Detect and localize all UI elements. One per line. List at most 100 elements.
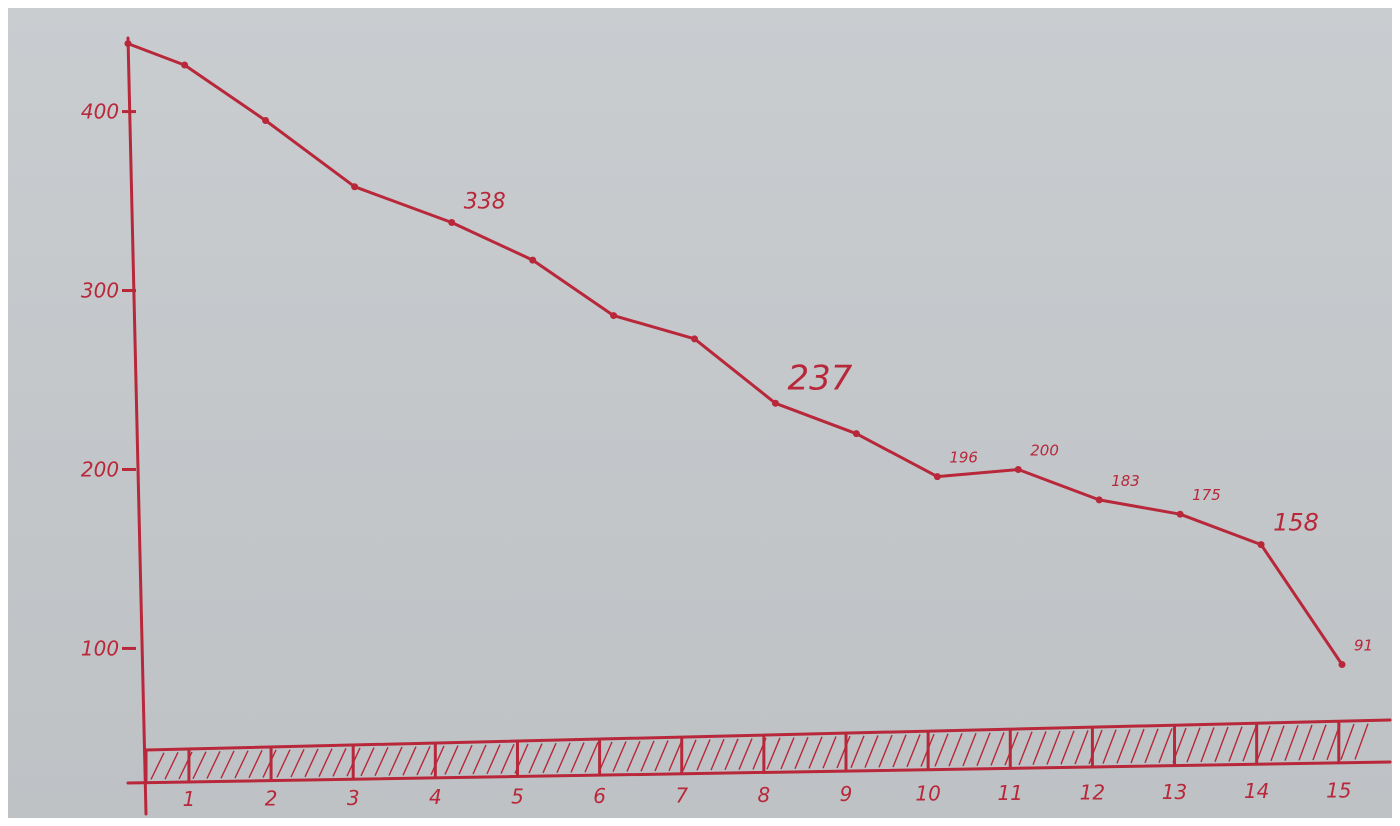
hatch-mark [206, 751, 221, 779]
hatch-mark [808, 736, 823, 769]
data-label: 237 [787, 358, 852, 398]
data-label: 158 [1273, 509, 1319, 537]
data-point [1095, 496, 1103, 504]
hatch-mark [878, 734, 893, 768]
hatch-mark [864, 735, 879, 768]
hatch-mark [332, 747, 347, 777]
hatch-mark [416, 745, 431, 776]
x-tick-label: 7 [675, 783, 688, 807]
hatch-mark [1102, 729, 1117, 764]
data-point [852, 430, 860, 438]
hatch-mark [584, 741, 599, 773]
x-tick-label: 5 [511, 785, 524, 809]
hatch-mark [766, 737, 781, 770]
hatch-mark [1060, 730, 1075, 765]
hatch-mark [626, 740, 641, 772]
hatch-mark [262, 749, 277, 778]
data-point [262, 117, 270, 125]
data-label: 183 [1111, 472, 1140, 490]
data-point [351, 183, 359, 191]
hatch-mark [1242, 726, 1257, 762]
y-tick-label: 200 [81, 457, 119, 481]
hatch-mark [528, 743, 543, 774]
hatch-mark [1018, 731, 1033, 766]
hatch-mark [1214, 726, 1229, 763]
data-point [933, 473, 941, 481]
hatch-mark [290, 748, 305, 778]
hatch-mark [710, 738, 725, 771]
hatch-mark [374, 746, 389, 777]
data-point [691, 335, 699, 343]
hatch-mark [738, 738, 753, 770]
x-tick-label: 3 [347, 786, 360, 810]
data-label: 200 [1030, 441, 1059, 459]
x-tick-label: 14 [1244, 779, 1269, 803]
hatch-mark [1354, 723, 1369, 760]
paper-background [8, 8, 1392, 818]
data-point [771, 399, 779, 407]
hatch-mark [1144, 728, 1159, 764]
hatch-mark [1340, 723, 1355, 760]
x-axis-baseline [126, 760, 1392, 785]
hatch-mark [1228, 726, 1243, 762]
hatch-mark [1200, 727, 1215, 763]
hatch-mark [1186, 727, 1201, 763]
hatch-mark [1046, 730, 1061, 765]
hatch-mark [570, 742, 585, 773]
hatch-mark [612, 741, 627, 773]
hatch-mark [934, 733, 949, 767]
hatch-mark [682, 739, 697, 771]
hatch-mark [388, 746, 403, 776]
hatch-mark [640, 740, 655, 772]
hatch-mark [164, 752, 179, 780]
data-point [610, 312, 618, 320]
hatched-band-top [144, 718, 1392, 752]
y-tick-label: 100 [81, 636, 119, 660]
hatch-mark [1032, 731, 1047, 766]
x-tick-label: 1 [183, 787, 196, 811]
hatch-mark [654, 740, 669, 772]
hatch-mark [402, 746, 417, 776]
hatch-mark [248, 750, 263, 779]
x-tick-label: 4 [429, 785, 442, 809]
data-point [1257, 541, 1265, 549]
hatch-mark [500, 743, 515, 774]
hatch-mark [1312, 724, 1327, 761]
data-label: 91 [1354, 637, 1373, 655]
hatch-mark [1130, 728, 1145, 764]
x-tick-label: 12 [1080, 780, 1105, 804]
x-tick-label: 13 [1162, 780, 1187, 804]
axes [126, 36, 1392, 816]
hatch-mark [990, 732, 1005, 766]
hatch-mark [794, 736, 809, 770]
x-tick-label: 6 [593, 784, 606, 808]
data-point [181, 61, 189, 69]
hatch-mark [150, 752, 165, 780]
hatch-mark [486, 744, 501, 775]
hatch-mark [668, 739, 683, 772]
hatch-mark [780, 737, 795, 770]
hatch-mark [962, 732, 977, 767]
x-tick-label: 9 [840, 782, 853, 806]
hatch-mark [304, 748, 319, 778]
data-label: 196 [949, 449, 978, 467]
hatch-mark [822, 736, 837, 769]
y-tick-label: 400 [81, 100, 119, 124]
data-point [1338, 661, 1346, 669]
hatch-marks [150, 723, 1369, 780]
hatch-mark [1158, 728, 1173, 763]
hatch-mark [892, 734, 907, 768]
y-axis [126, 36, 148, 816]
data-point [529, 256, 537, 264]
hatch-mark [850, 735, 865, 769]
hatch-mark [1270, 725, 1285, 762]
data-point [448, 219, 456, 227]
hatch-mark [360, 747, 375, 777]
hatch-mark [598, 741, 613, 773]
x-tick-label: 2 [265, 786, 278, 810]
hatch-mark [696, 739, 711, 771]
